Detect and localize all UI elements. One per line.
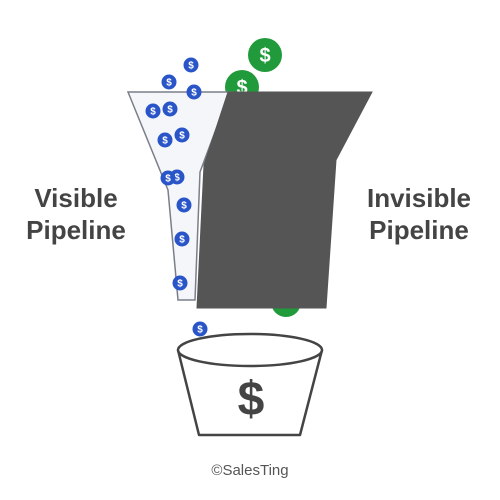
svg-text:$: $ [174, 173, 180, 184]
blue-coin-icon: $ [145, 103, 161, 119]
blue-coin-icon: $ [157, 132, 173, 148]
svg-text:$: $ [165, 174, 171, 185]
svg-text:$: $ [197, 325, 203, 336]
invisible-label-line2: Pipeline [369, 215, 469, 245]
blue-coin-icon: $ [160, 170, 176, 186]
svg-text:$: $ [150, 107, 156, 118]
invisible-funnel [196, 91, 373, 309]
copyright-text: ©SalesTing [211, 462, 289, 479]
svg-text:$: $ [188, 61, 194, 72]
svg-text:$: $ [191, 88, 197, 99]
bucket-dollar-symbol: $ [238, 373, 265, 426]
invisible-label-line1: Invisible [366, 183, 472, 213]
svg-text:$: $ [181, 201, 187, 212]
visible-pipeline-label: Visible Pipeline [14, 182, 138, 246]
svg-text:$: $ [179, 131, 185, 142]
svg-text:$: $ [177, 279, 183, 290]
blue-coin-icon: $ [161, 74, 177, 90]
blue-coin-icon: $ [174, 127, 190, 143]
blue-coin-icon: $ [176, 197, 192, 213]
blue-coin-icon: $ [186, 84, 202, 100]
svg-text:$: $ [162, 136, 168, 147]
svg-text:$: $ [167, 105, 173, 116]
coin-symbol: $ [259, 45, 270, 67]
blue-coin-icon: $ [172, 275, 188, 291]
coin-symbol: $ [236, 77, 247, 99]
blue-coin-icon: $ [192, 321, 208, 337]
bucket-icon: $ [176, 332, 324, 437]
visible-label-line2: Pipeline [26, 215, 126, 245]
blue-coin-icon: $ [162, 101, 178, 117]
svg-text:$: $ [166, 78, 172, 89]
green-coin-icon: $ [248, 38, 282, 72]
blue-coin-icon: $ [183, 57, 199, 73]
blue-coin-icon: $ [174, 231, 190, 247]
svg-text:$: $ [179, 235, 185, 246]
invisible-pipeline-label: Invisible Pipeline [352, 182, 486, 246]
visible-label-line1: Visible [34, 183, 118, 213]
